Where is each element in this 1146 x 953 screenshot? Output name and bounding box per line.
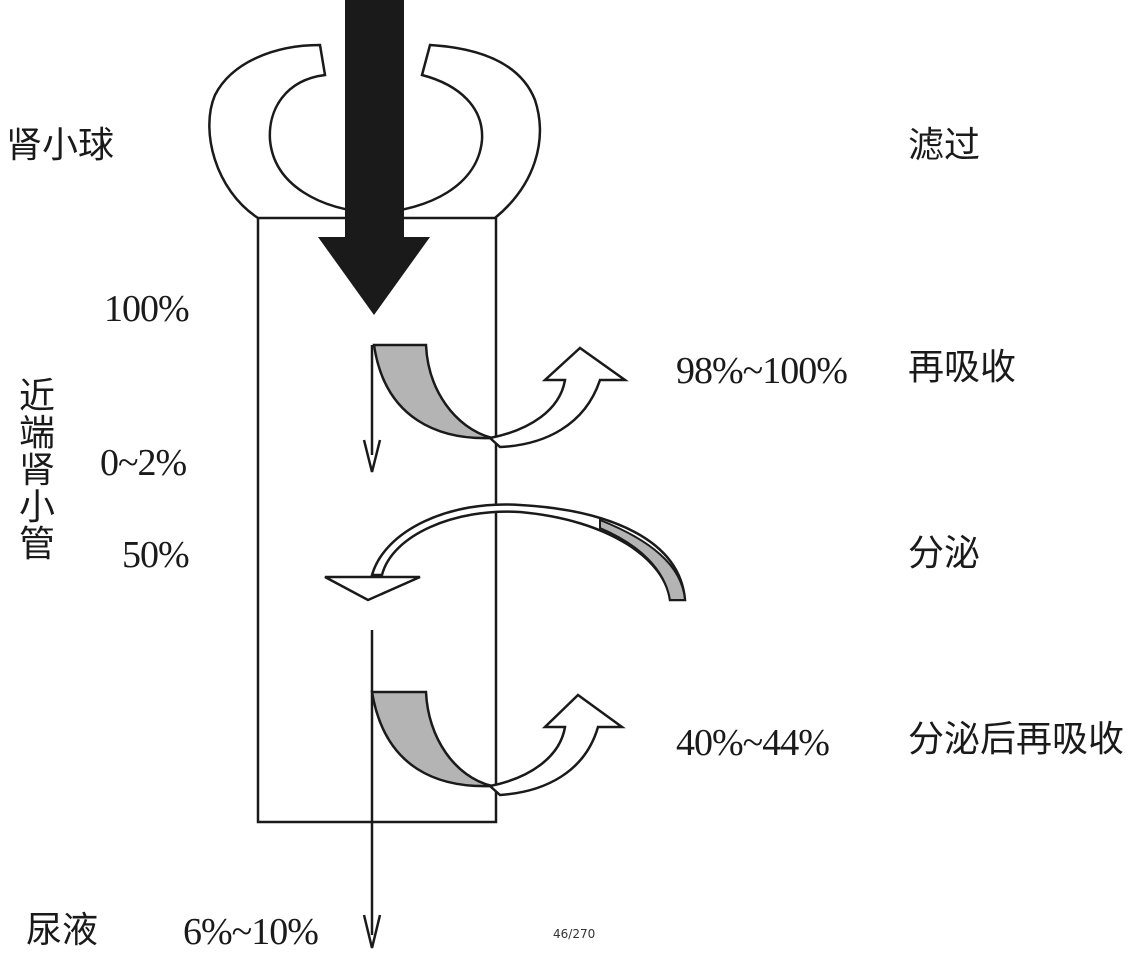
tubule-outline [256, 218, 498, 824]
urine-percent: 6%~10% [183, 911, 319, 953]
secretion-label: 分泌 [908, 533, 981, 574]
glomerulus-label: 肾小球 [6, 125, 115, 166]
filtered-percent: 100% [104, 288, 190, 330]
post-secretion-reabsorption-label: 分泌后再吸收 [908, 719, 1125, 760]
unbound-percent: 0~2% [100, 442, 187, 484]
page-number: 46/270 [553, 927, 596, 941]
reabsorption-band-2 [370, 690, 493, 788]
secretion-arc [370, 503, 687, 602]
reabsorption-band-1 [372, 343, 493, 440]
filtration-arrow [318, 0, 430, 315]
urine-label: 尿液 [26, 910, 99, 951]
thin-arrowhead-2 [362, 914, 382, 949]
proximal-tubule-label: 近端肾小管 [18, 376, 55, 565]
reabsorption-label: 再吸收 [908, 347, 1017, 388]
secretion-tail [599, 518, 687, 601]
filtration-label: 滤过 [908, 125, 981, 166]
thin-arrowhead-1 [362, 439, 382, 473]
post-secretion-reabsorbed-percent: 40%~44% [676, 722, 830, 764]
secretion-arrowhead [324, 575, 421, 602]
reabsorption-arrow-1 [487, 346, 629, 449]
reabsorbed-percent: 98%~100% [676, 350, 848, 392]
secreted-percent: 50% [122, 534, 190, 576]
reabsorption-arrow-2 [487, 693, 626, 797]
